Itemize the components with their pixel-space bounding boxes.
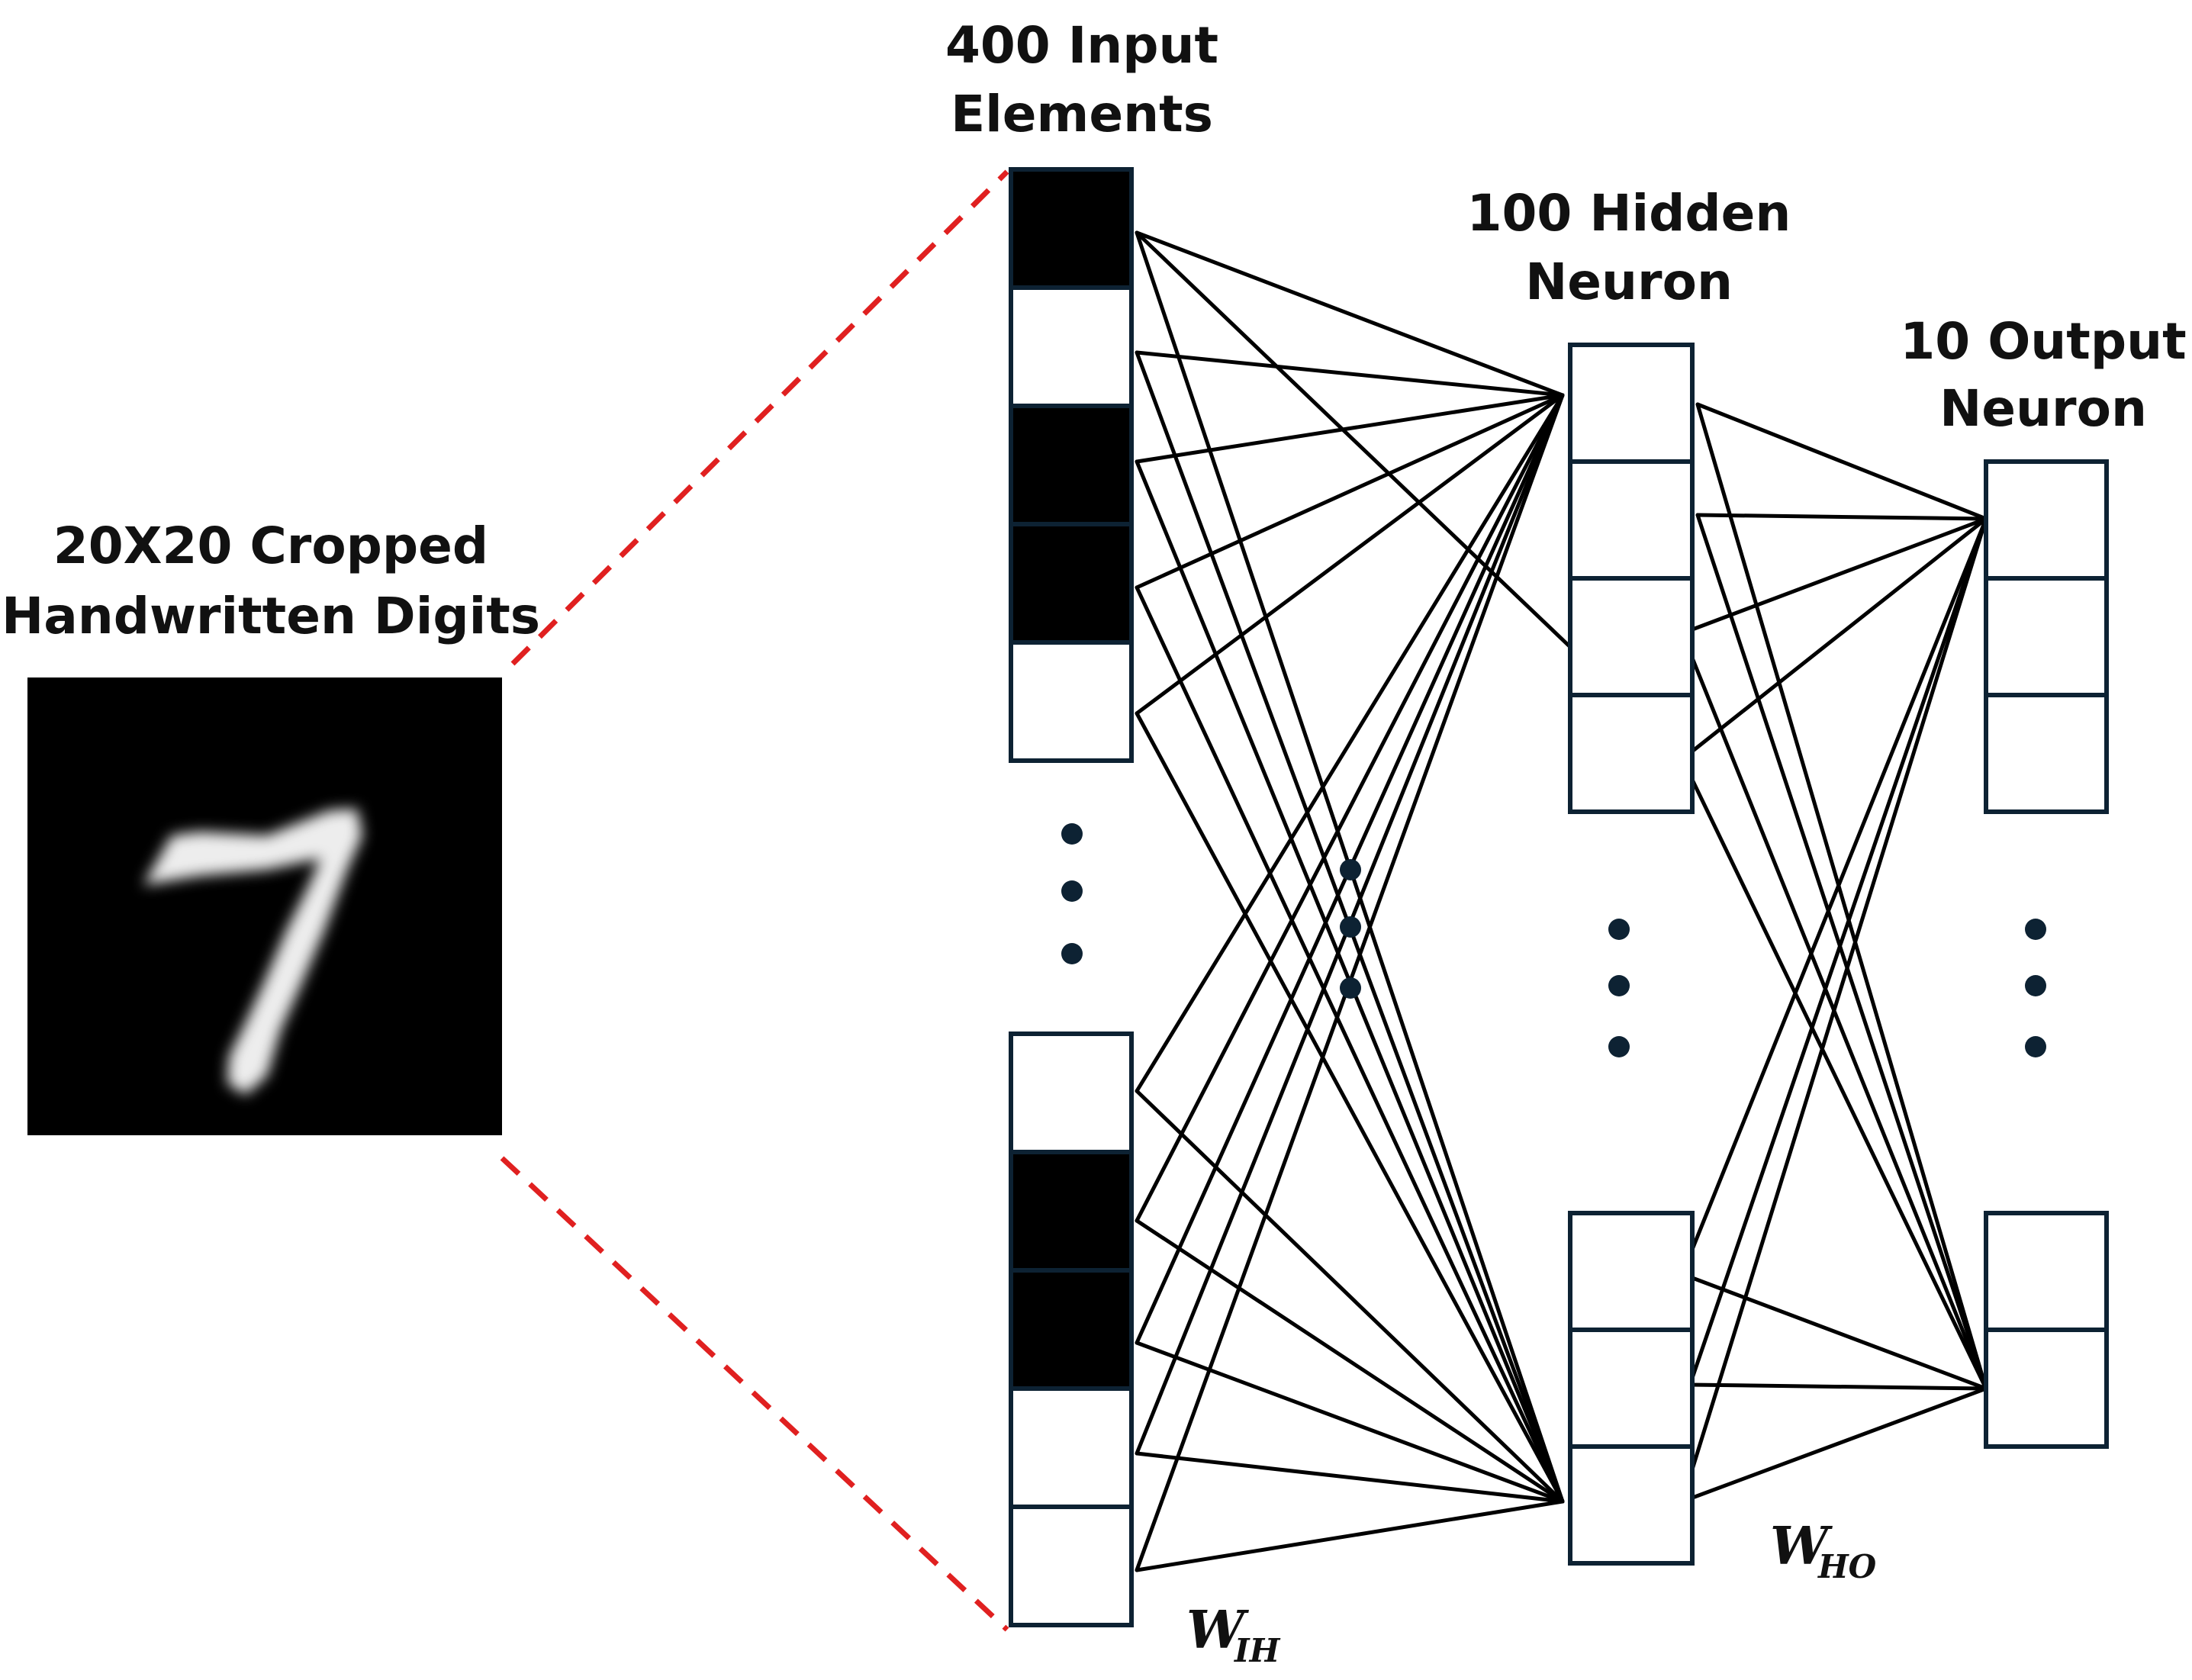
hidden-top-cell-2 (1568, 459, 1695, 581)
output-title-line1: 10 Output (1900, 312, 2186, 371)
conn-hidden-7-output-top (1680, 517, 1988, 1504)
conn-input-1-hidden-3 (1135, 230, 1572, 649)
hidden-bottom-cell-3 (1568, 1444, 1695, 1566)
weight-label-input-hidden: W IH (1186, 1600, 1281, 1669)
connection-ellipsis-dot-3 (1340, 977, 1361, 999)
conn-hidden-5-output-top (1680, 517, 1988, 1276)
input-bottom-cell-5 (1009, 1505, 1134, 1627)
conn-hidden-7-output-bottom (1680, 1386, 1988, 1504)
image-title-line1: 20X20 Cropped (53, 517, 488, 575)
weight-ho-subscript: HO (1817, 1548, 1877, 1585)
weight-label-hidden-output: W HO (1770, 1516, 1877, 1585)
connection-ellipsis-dot-1 (1340, 859, 1361, 880)
conn-hidden-5-output-bottom (1680, 1272, 1988, 1391)
input-top-cell-2 (1009, 285, 1134, 408)
conn-input-7-hidden-bottom (1135, 1218, 1565, 1504)
output-bottom-cell-2 (1984, 1328, 2109, 1449)
hidden-top-cell-4 (1568, 693, 1695, 814)
conn-hidden-4-output-top (1680, 517, 1988, 761)
weight-ho-symbol: W (1770, 1516, 1833, 1577)
conn-input-5-hidden-top (1135, 393, 1565, 716)
image-title-line2: Handwritten Digits (2, 587, 540, 645)
hidden-ellipsis-dot-3 (1608, 1036, 1630, 1057)
guide-bottom (500, 1156, 1009, 1632)
input-ellipsis-dot-1 (1061, 823, 1083, 845)
output-ellipsis-dot-1 (2025, 919, 2046, 940)
conn-input-6-hidden-bottom (1135, 1089, 1565, 1504)
hidden-top-cell-1 (1568, 343, 1695, 464)
input-bottom-cell-4 (1009, 1386, 1134, 1509)
conn-input-6-hidden-top (1135, 393, 1565, 1093)
conn-hidden-2-output-top (1695, 513, 1988, 521)
digit-image (27, 677, 502, 1135)
hidden-ellipsis-dot-2 (1608, 975, 1630, 996)
output-bottom-cell-1 (1984, 1211, 2109, 1332)
conn-input-7-hidden-top (1135, 393, 1565, 1223)
input-bottom-cell-3 (1009, 1268, 1134, 1391)
hidden-ellipsis-dot-1 (1608, 919, 1630, 940)
conn-hidden-2-output-bottom (1695, 513, 1988, 1391)
conn-hidden-3-output-top (1680, 517, 1988, 636)
input-ellipsis-dot-3 (1061, 943, 1083, 964)
conn-input-2-hidden-top (1135, 350, 1565, 397)
conn-input-3-hidden-top (1135, 393, 1565, 464)
output-layer (1984, 459, 2109, 1449)
conn-hidden-6-output-bottom (1688, 1382, 1988, 1391)
conn-input-9-hidden-bottom (1135, 1451, 1565, 1504)
input-top-cell-4 (1009, 522, 1134, 645)
input-ellipsis-dot-2 (1061, 880, 1083, 902)
guide-top (510, 169, 1009, 666)
hidden-title-line1: 100 Hidden (1467, 184, 1791, 243)
input-top-cell-3 (1009, 404, 1134, 526)
output-ellipsis-dot-3 (2025, 1036, 2046, 1057)
input-top-cell-5 (1009, 640, 1134, 763)
output-top-cell-3 (1984, 693, 2109, 814)
weight-ih-subscript: IH (1234, 1632, 1281, 1669)
conn-input-1-hidden-top (1135, 230, 1565, 397)
input-top-cell-1 (1009, 167, 1134, 290)
hidden-title-line2: Neuron (1525, 253, 1733, 311)
conn-input-4-hidden-bottom (1135, 585, 1565, 1504)
hidden-layer (1568, 343, 1695, 1566)
hidden-top-cell-3 (1568, 576, 1695, 697)
ellipsis-dots (1061, 823, 2046, 1057)
output-ellipsis-dot-2 (2025, 975, 2046, 996)
conn-input-4-hidden-top (1135, 393, 1565, 590)
input-layer (1009, 167, 1134, 1627)
conn-hidden-1-output-bottom (1695, 402, 1988, 1391)
conn-input-5-hidden-bottom (1135, 711, 1565, 1504)
conn-hidden-6-output-top (1688, 517, 1988, 1387)
weight-ih-symbol: W (1186, 1600, 1249, 1661)
input-bottom-cell-2 (1009, 1150, 1134, 1273)
hidden-bottom-cell-1 (1568, 1211, 1695, 1332)
digit-seven-stroke (143, 809, 362, 1095)
output-top-cell-2 (1984, 576, 2109, 697)
connection-ellipsis-dot-2 (1340, 916, 1361, 938)
output-top-cell-1 (1984, 459, 2109, 581)
input-title-line2: Elements (951, 85, 1213, 143)
dashed-guide-lines (500, 169, 1009, 1632)
hidden-bottom-cell-2 (1568, 1328, 1695, 1449)
conn-hidden-1-output-top (1695, 402, 1988, 521)
connection-lines (1135, 230, 1988, 1572)
input-title-line1: 400 Input (945, 16, 1218, 75)
output-title-line2: Neuron (1939, 379, 2147, 438)
input-bottom-cell-1 (1009, 1031, 1134, 1154)
conn-hidden-4-output-bottom (1680, 757, 1988, 1391)
conn-input-10-hidden-bottom (1135, 1499, 1565, 1572)
